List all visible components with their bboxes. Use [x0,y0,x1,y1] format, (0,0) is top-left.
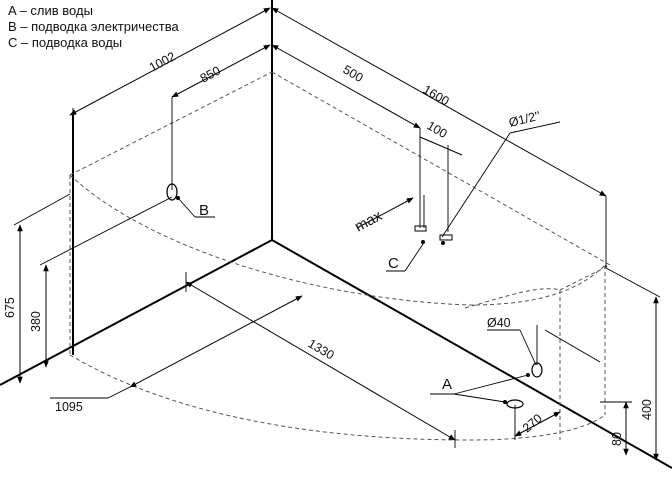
label-1330: 1330 [306,336,337,362]
dim-400: 400 [605,267,661,461]
legend-a: A – слив воды [8,3,93,18]
dim-675: 675 [3,193,71,384]
callout-a: A [430,374,529,403]
dim-500: 500 [271,44,421,195]
dim-max: max [352,197,414,236]
dim-d40: Ø40 [487,316,601,409]
dim-1095: 1095 [50,295,303,414]
label-100: 100 [425,118,450,141]
label-380: 380 [29,311,43,332]
drain-pipe [531,362,543,378]
label-1095: 1095 [55,400,83,414]
dim-100: 100 [419,118,463,232]
callout-b: B [166,183,215,219]
dim-1330: 1330 [185,272,456,448]
label-d40: Ø40 [487,316,511,330]
legend-c: C – подводка воды [8,35,122,50]
label-400: 400 [640,399,654,420]
dim-850: 850 [171,44,271,190]
inlet-1 [414,225,427,232]
label-80: 80 [610,432,624,446]
callout-b-label: B [199,202,209,219]
label-500: 500 [341,62,366,85]
electric-outlet [166,183,178,201]
dim-80: 80 [600,401,632,456]
callout-c-label: C [388,255,399,272]
inlet-2 [439,234,453,241]
label-850: 850 [198,63,223,85]
dim-half-inch: Ø1/2'' [441,109,561,238]
legend-b: B – подводка электричества [8,19,179,34]
water-inlets [414,195,453,245]
dim-270: 270 [514,405,561,440]
dim-380: 380 [29,196,173,368]
callout-c: C [386,243,424,272]
callout-a-label: A [442,376,452,393]
tub-outline [69,71,611,441]
legend: A – слив воды B – подводка электричества… [8,3,179,50]
right-floor-edge [271,239,672,469]
label-675: 675 [3,297,17,318]
label-1600: 1600 [421,82,452,108]
label-max: max [352,207,385,236]
label-1002: 1002 [147,49,178,74]
